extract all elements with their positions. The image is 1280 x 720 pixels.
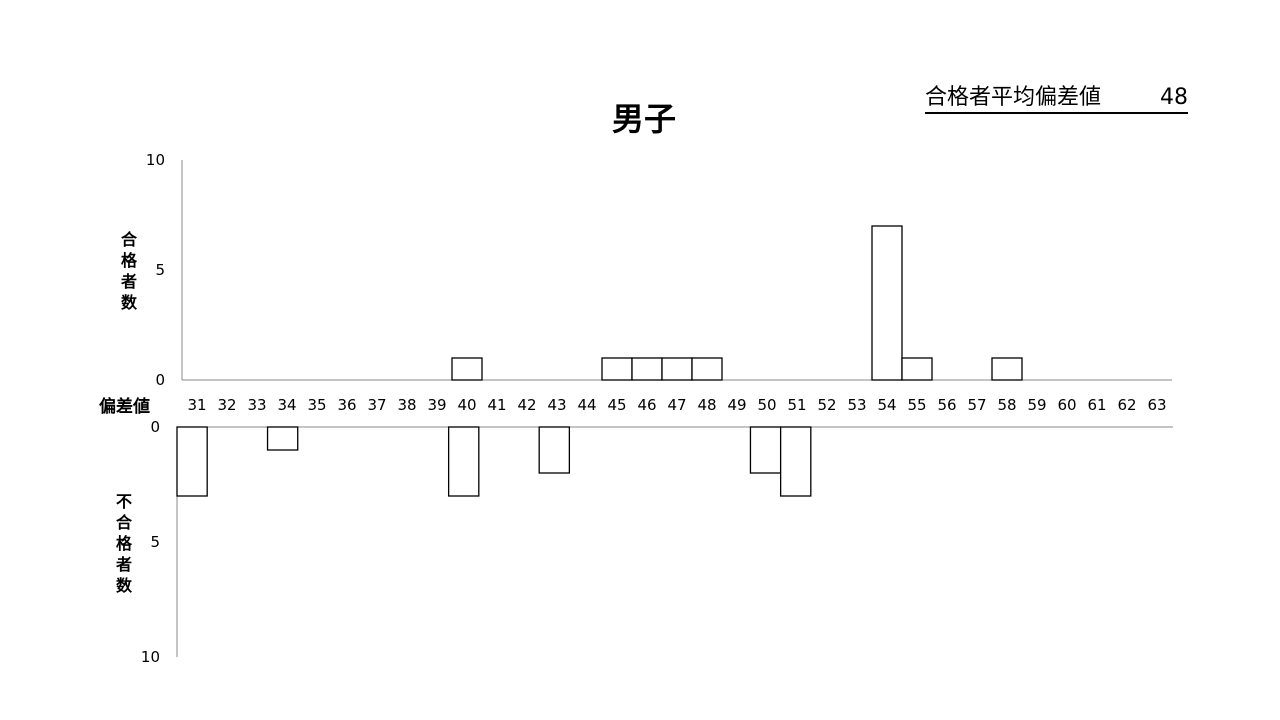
- x-tick-label: 39: [427, 396, 446, 414]
- chart-title: 男子: [611, 100, 676, 138]
- x-tick-label: 38: [397, 396, 416, 414]
- x-tick-label: 33: [247, 396, 266, 414]
- lower-y-axis-label-char: 者: [115, 555, 132, 574]
- x-tick-label: 42: [517, 396, 536, 414]
- x-tick-label: 48: [697, 396, 716, 414]
- fail-bar: [779, 426, 812, 497]
- upper-y-axis-label: 合格者数: [117, 229, 141, 313]
- x-tick-label: 44: [577, 396, 596, 414]
- x-tick-label: 37: [367, 396, 386, 414]
- fail-bar: [266, 426, 299, 451]
- pass-bar: [691, 357, 723, 381]
- pass-bar: [661, 357, 693, 381]
- lower-y-axis-label-char: 不: [115, 492, 132, 511]
- fail-bar: [176, 426, 208, 497]
- upper-y-tick-label: 5: [155, 261, 165, 279]
- x-tick-label: 62: [1117, 396, 1136, 414]
- x-tick-label: 50: [757, 396, 776, 414]
- x-tick-label: 46: [637, 396, 656, 414]
- pass-bar: [901, 357, 933, 381]
- pass-bar: [991, 357, 1023, 381]
- x-tick-label: 49: [727, 396, 746, 414]
- average-score-box: 合格者平均偏差値 48: [925, 84, 1188, 114]
- x-axis-title: 偏差値: [99, 397, 150, 417]
- x-tick-label: 45: [607, 396, 626, 414]
- pass-bar: [601, 357, 633, 381]
- x-tick-label: 32: [217, 396, 236, 414]
- pass-bar: [871, 225, 903, 381]
- pass-bar: [451, 357, 483, 381]
- fail-bar: [538, 426, 571, 474]
- x-tick-label: 35: [307, 396, 326, 414]
- x-tick-label: 61: [1087, 396, 1106, 414]
- upper-y-tick-label: 10: [146, 151, 165, 169]
- x-tick-label: 63: [1147, 396, 1166, 414]
- fail-bar: [447, 426, 480, 497]
- x-tick-label: 31: [187, 396, 206, 414]
- upper-y-axis-label-char: 者: [120, 272, 137, 291]
- x-tick-label: 52: [817, 396, 836, 414]
- x-tick-label: 59: [1027, 396, 1046, 414]
- upper-y-tick-label: 0: [155, 371, 165, 389]
- x-tick-label: 58: [997, 396, 1016, 414]
- x-tick-label: 51: [787, 396, 806, 414]
- x-tick-label: 43: [547, 396, 566, 414]
- x-tick-label: 36: [337, 396, 356, 414]
- x-tick-label: 56: [937, 396, 956, 414]
- x-tick-label: 47: [667, 396, 686, 414]
- x-tick-label: 53: [847, 396, 866, 414]
- fail-bar: [749, 426, 782, 474]
- lower-y-axis-label-char: 格: [115, 534, 132, 553]
- average-score-label: 合格者平均偏差値: [925, 85, 1102, 110]
- x-tick-label: 40: [457, 396, 476, 414]
- x-tick-label: 41: [487, 396, 506, 414]
- x-tick-label: 34: [277, 396, 296, 414]
- upper-y-axis-label-char: 格: [120, 251, 137, 270]
- lower-y-axis-label-char: 数: [115, 576, 132, 595]
- lower-y-tick-label: 0: [150, 418, 160, 436]
- lower-y-tick-label: 10: [141, 648, 160, 666]
- pass-bar: [631, 357, 663, 381]
- x-tick-label: 57: [967, 396, 986, 414]
- average-score-value: 48: [1160, 85, 1188, 110]
- lower-y-axis-label: 不合格者数: [112, 491, 136, 596]
- lower-y-axis-label-char: 合: [115, 513, 132, 532]
- x-tick-label: 55: [907, 396, 926, 414]
- x-tick-label: 54: [877, 396, 896, 414]
- x-tick-label: 60: [1057, 396, 1076, 414]
- lower-y-tick-label: 5: [150, 533, 160, 551]
- upper-y-axis-label-char: 数: [120, 293, 137, 312]
- upper-y-axis-label-char: 合: [120, 230, 137, 249]
